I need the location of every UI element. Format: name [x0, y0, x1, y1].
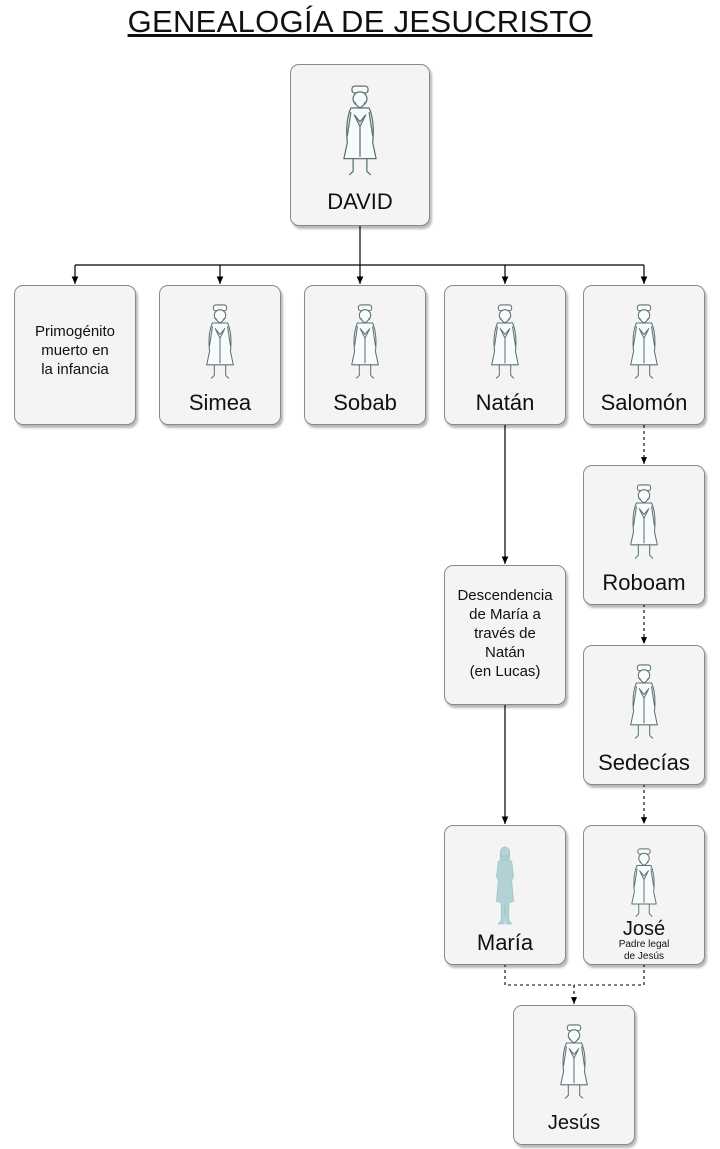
node-david[interactable]: DAVID: [290, 64, 430, 226]
node-jesus-name: Jesús: [547, 1112, 601, 1134]
note-line: través de: [474, 625, 536, 642]
note-line: de María a: [469, 606, 541, 623]
node-salomon-name: Salomón: [600, 390, 688, 415]
patriarch-figure-icon: [630, 664, 658, 739]
node-salomon[interactable]: Salomón: [583, 285, 705, 425]
node-david-name: DAVID: [327, 189, 393, 214]
node-sobab-name: Sobab: [333, 390, 397, 415]
node-jesus[interactable]: Jesús: [513, 1005, 635, 1145]
node-natan[interactable]: Natán: [444, 285, 566, 425]
note-line: (en Lucas): [469, 663, 541, 680]
node-simea[interactable]: Simea: [159, 285, 281, 425]
note-line: Primogénito: [34, 323, 116, 340]
node-descendencia[interactable]: Descendencia de María a través de Natán …: [444, 565, 566, 705]
note-line: Natán: [484, 644, 526, 661]
subtitle-line: Padre legal: [618, 939, 670, 950]
link-jose-jesus: [574, 964, 645, 986]
node-roboam[interactable]: Roboam: [583, 465, 705, 605]
patriarch-figure-icon: [351, 304, 379, 379]
node-sedecias[interactable]: Sedecías: [583, 645, 705, 785]
subtitle-line: de Jesús: [623, 951, 665, 962]
link-maria-jesus: [504, 964, 574, 986]
woman-figure-icon: [496, 846, 514, 925]
node-jose-subtitle: Padre legal de Jesús: [584, 939, 704, 963]
node-maria[interactable]: María: [444, 825, 566, 965]
patriarch-figure-icon: [631, 848, 657, 917]
node-sobab[interactable]: Sobab: [304, 285, 426, 425]
node-primogenito-note: Primogénito muerto en la infancia: [19, 322, 131, 379]
patriarch-figure-icon: [630, 304, 658, 379]
patriarch-figure-icon: [343, 85, 377, 176]
note-line: Descendencia: [457, 587, 553, 604]
patriarch-figure-icon: [560, 1024, 588, 1099]
node-descendencia-note: Descendencia de María a través de Natán …: [449, 586, 561, 681]
node-natan-name: Natán: [475, 390, 535, 415]
note-line: muerto en: [41, 342, 109, 359]
node-jose-name: José: [622, 918, 666, 940]
patriarch-figure-icon: [630, 484, 658, 559]
node-primogenito[interactable]: Primogénito muerto en la infancia: [14, 285, 136, 425]
node-roboam-name: Roboam: [602, 570, 686, 595]
page-title: GENEALOGÍA DE JESUCRISTO: [127, 4, 593, 39]
node-jose[interactable]: José Padre legal de Jesús: [583, 825, 705, 965]
note-line: la infancia: [41, 361, 109, 378]
patriarch-figure-icon: [491, 304, 519, 379]
node-maria-name: María: [476, 930, 534, 955]
node-sedecias-name: Sedecías: [598, 750, 690, 775]
patriarch-figure-icon: [206, 304, 234, 379]
node-simea-name: Simea: [188, 390, 252, 415]
